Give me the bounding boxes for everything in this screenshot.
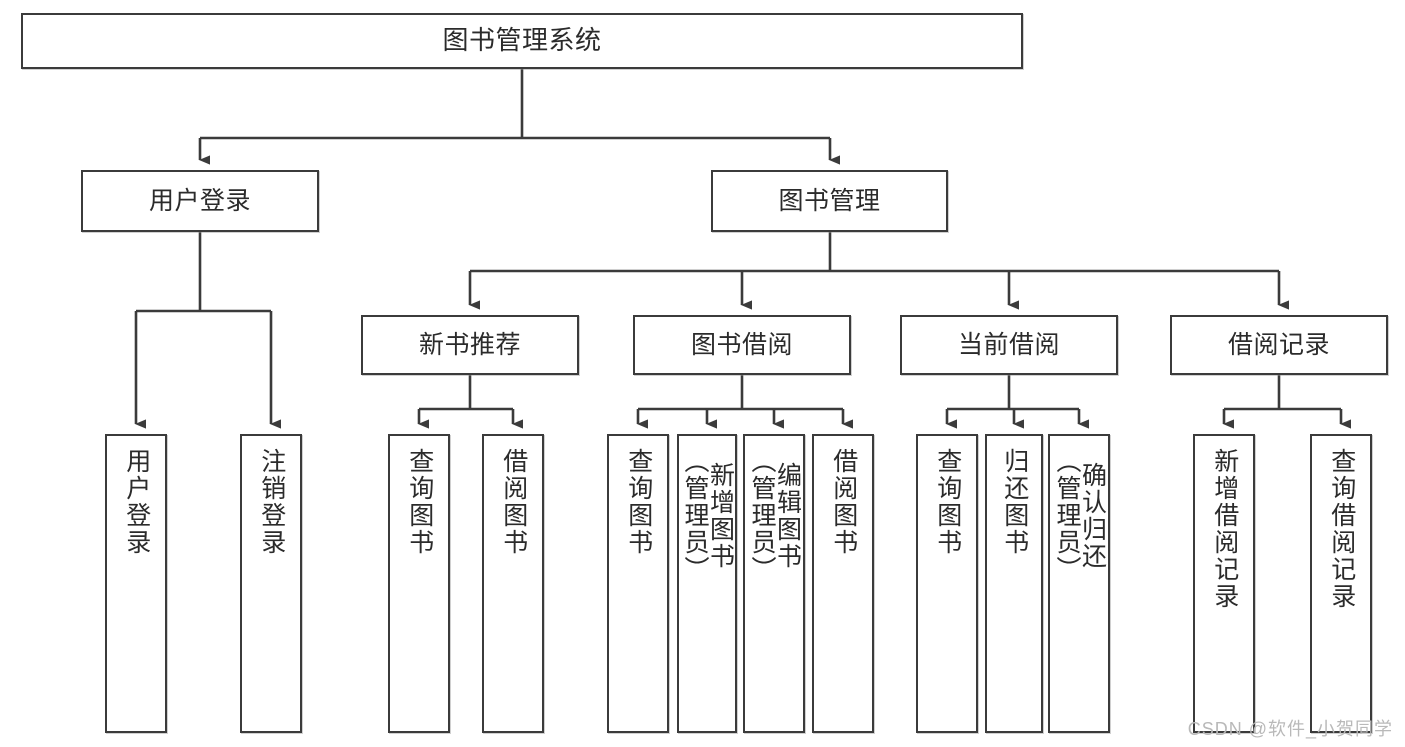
- leaf-add-book-admin[interactable]: 新增图书 （管理员）: [677, 434, 737, 733]
- node-label: 查询借阅记录: [1327, 448, 1356, 610]
- node-label: 图书借阅: [690, 330, 793, 359]
- node-label: 归还图书: [1000, 448, 1029, 556]
- node-book-borrow[interactable]: 图书借阅: [633, 315, 851, 375]
- leaf-borrow-book[interactable]: 借阅图书: [812, 434, 874, 733]
- leaf-query-book-current[interactable]: 查询图书: [916, 434, 978, 733]
- leaf-confirm-return-admin[interactable]: 确认归还 （管理员）: [1048, 434, 1110, 733]
- node-label: 借阅图书: [829, 448, 858, 556]
- node-label: 图书管理: [778, 186, 881, 215]
- leaf-add-borrow-record[interactable]: 新增借阅记录: [1193, 434, 1255, 733]
- node-root-system[interactable]: 图书管理系统: [21, 13, 1023, 69]
- node-label: 当前借阅: [957, 330, 1060, 359]
- leaf-return-book[interactable]: 归还图书: [985, 434, 1043, 733]
- node-label: 查询图书: [624, 448, 653, 556]
- node-label: 注销登录: [257, 448, 286, 556]
- node-label: 查询图书: [933, 448, 962, 556]
- node-label: 新增图书 （管理员）: [681, 448, 735, 583]
- node-label: 借阅图书: [499, 448, 528, 556]
- watermark-text: CSDN @软件_小贺同学: [1187, 719, 1393, 739]
- node-book-manage[interactable]: 图书管理: [711, 170, 948, 232]
- node-label: 编辑图书 （管理员）: [748, 448, 802, 583]
- leaf-query-borrow-record[interactable]: 查询借阅记录: [1310, 434, 1372, 733]
- leaf-query-book-borrow[interactable]: 查询图书: [607, 434, 669, 733]
- leaf-query-book-recommend[interactable]: 查询图书: [388, 434, 450, 733]
- leaf-logout-login[interactable]: 注销登录: [240, 434, 302, 733]
- node-label: 用户登录: [122, 448, 151, 556]
- node-borrow-record[interactable]: 借阅记录: [1170, 315, 1388, 375]
- node-label: 用户登录: [148, 186, 251, 215]
- node-label: 新增借阅记录: [1210, 448, 1239, 610]
- node-label: 新书推荐: [418, 330, 521, 359]
- node-label: 确认归还 （管理员）: [1053, 448, 1107, 583]
- node-label: 查询图书: [405, 448, 434, 556]
- leaf-borrow-book-recommend[interactable]: 借阅图书: [482, 434, 544, 733]
- node-label: 借阅记录: [1227, 330, 1330, 359]
- node-current-borrow[interactable]: 当前借阅: [900, 315, 1118, 375]
- leaf-user-login[interactable]: 用户登录: [105, 434, 167, 733]
- node-label: 图书管理系统: [442, 25, 602, 56]
- node-user-login[interactable]: 用户登录: [81, 170, 319, 232]
- node-new-book-recommend[interactable]: 新书推荐: [361, 315, 579, 375]
- leaf-edit-book-admin[interactable]: 编辑图书 （管理员）: [743, 434, 805, 733]
